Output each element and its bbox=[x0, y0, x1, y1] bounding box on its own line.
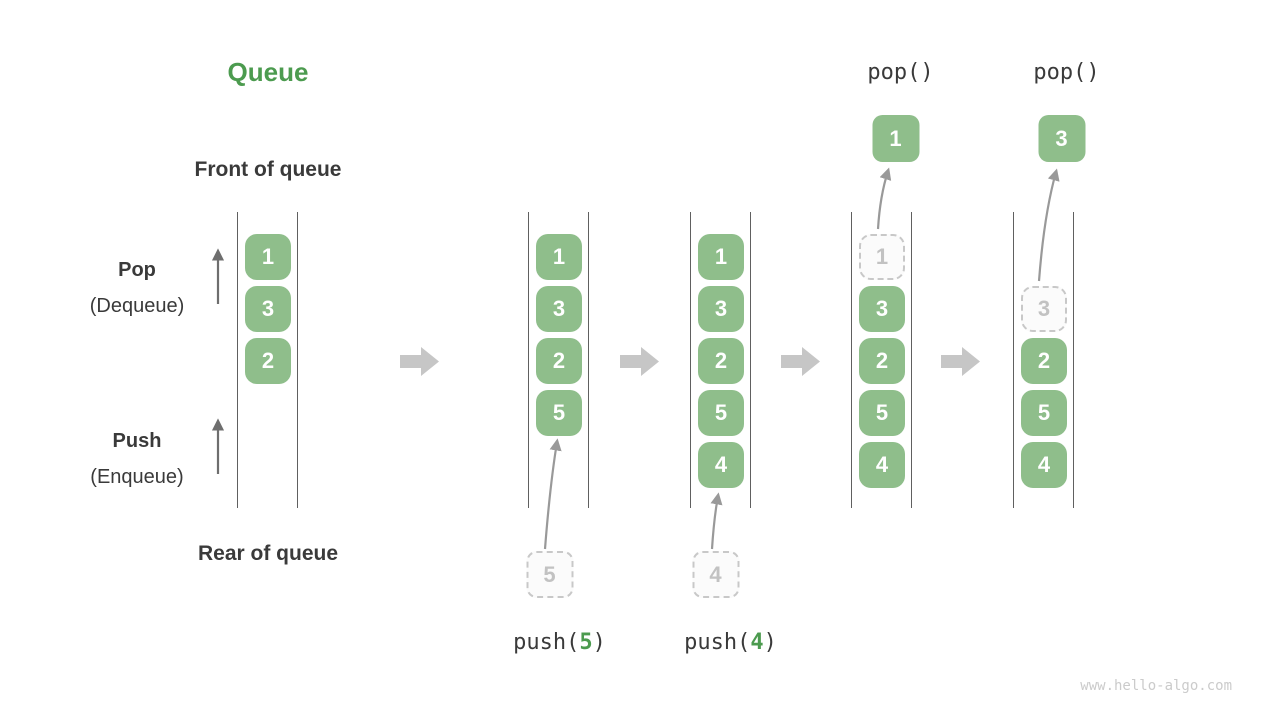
front-of-queue-label: Front of queue bbox=[194, 158, 342, 181]
queue-cell-4: 4 bbox=[859, 442, 905, 488]
push-enqueue-label: Push (Enqueue) bbox=[90, 430, 183, 489]
queue-cell-4: 4 bbox=[1021, 442, 1067, 488]
queue-cell-5: 5 bbox=[536, 390, 582, 436]
pop-dequeue-label: Pop (Dequeue) bbox=[90, 259, 185, 318]
pop-operation-label: pop() bbox=[1033, 60, 1100, 85]
incoming-element-5: 5 bbox=[526, 551, 573, 598]
queue-state-after-pop-1: 1 3 2 5 4 1 pop() bbox=[851, 60, 934, 508]
watermark: www.hello-algo.com bbox=[1080, 678, 1232, 694]
page-title: Queue bbox=[227, 57, 309, 87]
op-prefix: push( bbox=[684, 630, 751, 655]
queue-cell-1: 1 bbox=[698, 234, 744, 280]
queue-cell-4: 4 bbox=[698, 442, 744, 488]
popped-element-3: 3 bbox=[1038, 115, 1085, 162]
queue-cell-3: 3 bbox=[698, 286, 744, 332]
op-argument: 5 bbox=[579, 630, 593, 655]
dequeue-label: (Dequeue) bbox=[89, 295, 185, 317]
enqueue-label: (Enqueue) bbox=[90, 466, 184, 488]
queue-cell-2: 2 bbox=[859, 338, 905, 384]
queue-cell-3: 3 bbox=[245, 286, 291, 332]
pop-label: Pop bbox=[118, 259, 156, 281]
incoming-element-4: 4 bbox=[692, 551, 739, 598]
pop-operation-label: pop() bbox=[867, 60, 934, 85]
queue-cell-2: 2 bbox=[1021, 338, 1067, 384]
op-suffix: ) bbox=[592, 630, 606, 655]
popped-element-1: 1 bbox=[872, 115, 919, 162]
flow-right-arrow-icon bbox=[620, 347, 659, 376]
queue-cell-5: 5 bbox=[1021, 390, 1067, 436]
rear-of-queue-label: Rear of queue bbox=[197, 542, 339, 565]
queue-cell-3: 3 bbox=[536, 286, 582, 332]
queue-cell-5: 5 bbox=[698, 390, 744, 436]
queue-state-initial: 1 3 2 bbox=[237, 212, 298, 508]
push-label: Push bbox=[112, 430, 162, 452]
queue-cell-2: 2 bbox=[536, 338, 582, 384]
dashed-cell-1: 1 bbox=[859, 234, 905, 280]
queue-cell-1: 1 bbox=[536, 234, 582, 280]
flow-right-arrow-icon bbox=[781, 347, 820, 376]
queue-state-after-pop-3: 3 2 5 4 3 pop() bbox=[1013, 60, 1100, 508]
push-operation-label: push(4) bbox=[684, 630, 777, 655]
queue-cell-5: 5 bbox=[859, 390, 905, 436]
queue-cell-2: 2 bbox=[698, 338, 744, 384]
op-suffix: ) bbox=[763, 630, 777, 655]
dashed-cell-3: 3 bbox=[1021, 286, 1067, 332]
push-operation-label: push(5) bbox=[513, 630, 606, 655]
op-argument: 4 bbox=[750, 630, 764, 655]
queue-cell-3: 3 bbox=[859, 286, 905, 332]
queue-cell-1: 1 bbox=[245, 234, 291, 280]
queue-cell-2: 2 bbox=[245, 338, 291, 384]
flow-right-arrow-icon bbox=[400, 347, 439, 376]
flow-right-arrow-icon bbox=[941, 347, 980, 376]
op-prefix: push( bbox=[513, 630, 580, 655]
